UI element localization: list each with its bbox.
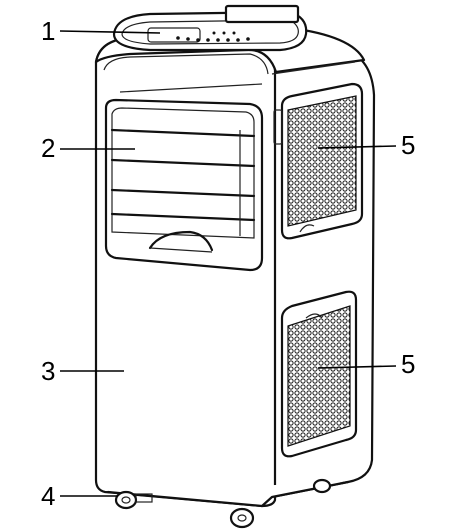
callout-label: 5 [401, 349, 415, 379]
top-control-panel [112, 4, 308, 52]
lower-filter-grille [280, 290, 358, 458]
callout-1: 1 [41, 16, 161, 46]
callout-5-upper: 5 [317, 130, 415, 160]
caster-wheel [114, 490, 138, 510]
caster-wheel [312, 478, 332, 494]
indicator-light [222, 31, 226, 35]
control-button [246, 37, 250, 41]
callout-label: 1 [41, 16, 55, 46]
callout-5-lower: 5 [317, 349, 415, 379]
control-button [216, 38, 220, 42]
base-bracket [135, 493, 153, 503]
top-handle [224, 4, 300, 24]
control-button [186, 37, 190, 41]
callout-label: 2 [41, 133, 55, 163]
callout-label: 3 [41, 356, 55, 386]
control-button [176, 36, 180, 40]
upper-filter-grille [273, 82, 364, 240]
air-conditioner-unit [94, 4, 376, 529]
air-louver-assembly [104, 98, 264, 272]
caster-wheel [229, 507, 255, 529]
indicator-light [232, 31, 236, 35]
control-button [236, 38, 240, 42]
callout-label: 4 [41, 481, 55, 511]
base-assembly [106, 478, 350, 529]
control-button [206, 38, 210, 42]
indicator-light [212, 31, 216, 35]
callout-4: 4 [41, 481, 118, 511]
control-button [196, 38, 200, 42]
callout-label: 5 [401, 130, 415, 160]
callout-3: 3 [41, 356, 124, 386]
display-window [147, 27, 201, 43]
callout-2: 2 [41, 133, 135, 163]
control-button [226, 38, 230, 42]
